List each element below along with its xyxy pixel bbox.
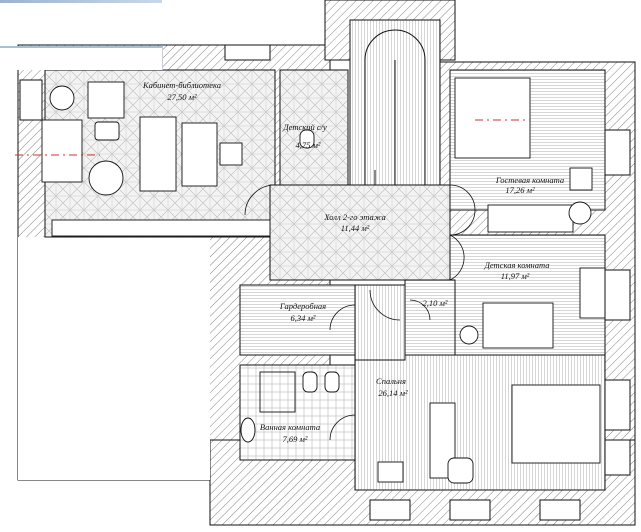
staircase bbox=[364, 29, 426, 185]
guest-area: 17,26 м² bbox=[505, 185, 535, 195]
kids-room-name: Детская комната bbox=[483, 260, 549, 270]
hall-name: Холл 2-го этажа bbox=[323, 212, 386, 222]
desk bbox=[181, 122, 218, 187]
bathroom-area: 7,69 м² bbox=[283, 434, 308, 444]
library-lamp bbox=[49, 85, 75, 111]
guest-name: Гостевая комната bbox=[495, 175, 564, 185]
bathtub-sink bbox=[240, 417, 256, 443]
bedroom-name: Спальня bbox=[376, 376, 406, 386]
round-table bbox=[88, 160, 124, 196]
armchair bbox=[87, 81, 125, 119]
top-overlay-bar bbox=[0, 0, 162, 3]
kids-wc-name: Детский с/у bbox=[282, 122, 327, 132]
axis-lines bbox=[15, 119, 530, 156]
bathroom-name: Ванная комната bbox=[260, 422, 320, 432]
sofa bbox=[139, 116, 177, 192]
doors bbox=[244, 184, 476, 441]
closet-area: 2,10 м² bbox=[423, 298, 448, 308]
windows bbox=[19, 44, 631, 521]
kids-bed bbox=[482, 302, 554, 349]
kids-room-area: 11,97 м² bbox=[501, 271, 530, 281]
wardrobe-area: 6,34 м² bbox=[291, 313, 316, 323]
overlay-panel bbox=[0, 46, 163, 70]
kids-wc-room bbox=[279, 69, 349, 186]
library-name: Кабинет-библиотека bbox=[142, 80, 221, 90]
master-bed bbox=[511, 384, 601, 464]
wardrobe-name: Гардеробная bbox=[279, 301, 326, 311]
bookshelf bbox=[51, 219, 271, 237]
room-labels: Кабинет-библиотека 27,50 м² Детский с/у … bbox=[142, 80, 564, 444]
furniture bbox=[41, 77, 606, 484]
fireplace bbox=[41, 119, 83, 183]
hall-area: 11,44 м² bbox=[341, 223, 370, 233]
hall-room bbox=[269, 184, 451, 281]
guest-bed bbox=[454, 77, 531, 159]
chair bbox=[219, 142, 243, 166]
wardrobe-room bbox=[239, 284, 356, 356]
bedroom-area: 26,14 м² bbox=[378, 388, 408, 398]
library-area: 27,50 м² bbox=[167, 92, 197, 102]
kids-wc-area: 4,75 м² bbox=[296, 140, 321, 150]
